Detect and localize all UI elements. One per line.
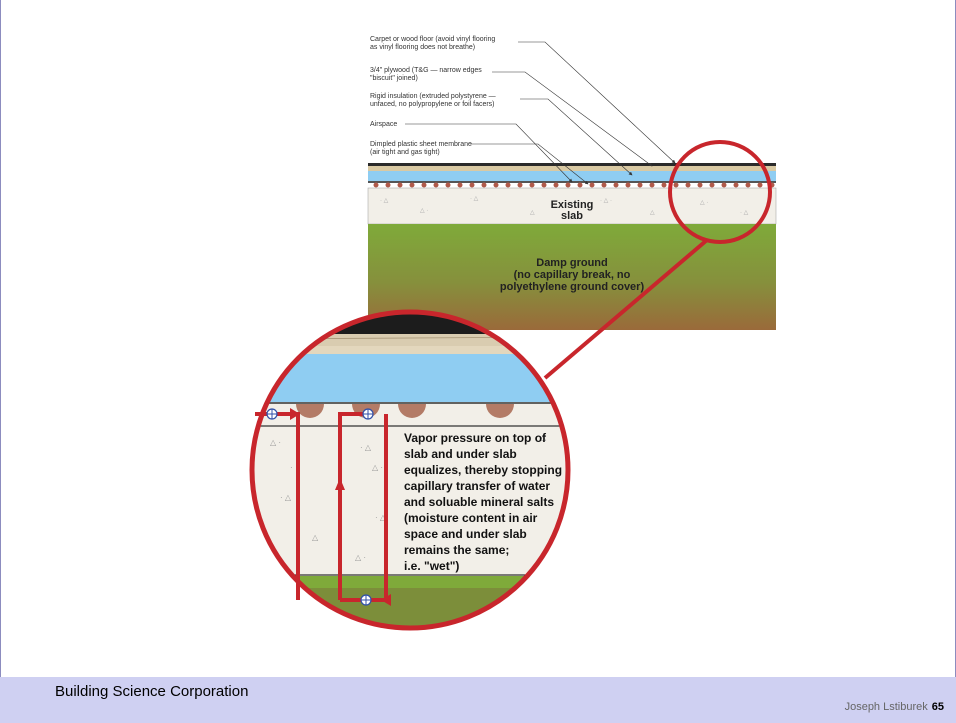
svg-text:· △: · △ [280,493,292,502]
slab-label-1: Existing [551,199,594,211]
svg-text:△: △ [530,210,535,216]
floor-finish-layer [368,163,776,166]
zoom-aggregate: △ · · △ △ · △ △ · · △ · △ · △ [270,433,547,562]
note-line-1: Vapor pressure on top of [404,431,547,445]
slab-label-2: slab [561,210,583,222]
label-plywood-1: 3/4" plywood (T&G — narrow edges [370,67,482,74]
ground-label-3: polyethylene ground cover) [500,281,645,293]
ground-label-2: (no capillary break, no [514,269,631,281]
zoom-note: Vapor pressure on top of slab and under … [404,431,562,573]
callout [543,140,772,380]
zoom-plywood-layer-b [252,346,568,354]
svg-text:· △: · △ [360,443,372,452]
slide-footer: Building Science Corporation Joseph Lsti… [0,677,956,723]
membrane-dimples [373,182,775,188]
zoom-circle-border [249,309,571,631]
zoom-plywood-layer-a [252,334,568,346]
svg-text:· △: · △ [380,198,389,204]
callout-connector [543,238,709,380]
svg-text:· △: · △ [470,196,479,202]
leader-lines [405,41,676,185]
svg-text:△ ·: △ · [372,463,383,472]
svg-text:△ ·: △ · [270,438,281,447]
label-airspace: Airspace [370,121,397,128]
note-line-5: and soluable mineral salts [404,495,554,509]
floor-assembly-diagram: · △ △ · · △ △ · △ · △ △ · · △ Existing slab D… [249,36,777,631]
zoom-insulation-layer [252,354,568,402]
note-line-4: capillary transfer of water [404,479,550,493]
note-line-3: equalizes, thereby stopping [404,463,562,477]
plywood-layer [368,166,776,171]
ground-label-1: Damp ground [536,257,608,269]
callout-small-circle [668,140,772,244]
label-membrane-1: Dimpled plastic sheet membrane [370,141,472,148]
label-plywood-2: "biscuit" joined) [370,75,418,82]
label-floor-1: Carpet or wood floor (avoid vinyl floori… [370,36,495,43]
slab-aggregate: · △ △ · · △ △ · △ · △ △ · · △ [380,196,749,216]
svg-text:·: · [290,463,293,472]
svg-text:△: △ [540,433,547,442]
zoom-detail: △ · · △ △ · △ △ · · △ · △ · △ [252,312,568,628]
cross-section: · △ △ · · △ △ · △ · △ △ · · △ Existing slab D… [367,163,777,330]
slab-layer [367,187,777,225]
svg-text:· △: · △ [375,513,387,522]
layer-labels: Carpet or wood floor (avoid vinyl floori… [370,36,676,185]
svg-text:△: △ [312,533,319,542]
insulation-layer [368,171,776,181]
label-insulation-2: unfaced, no polypropylene or foil facers… [370,101,495,108]
label-insulation-1: Rigid insulation (extruded polystyrene — [370,93,496,100]
footer-author: Joseph Lstiburek [844,701,928,713]
zoom-slab-layer [252,427,568,575]
footer-organization: Building Science Corporation [55,683,249,700]
svg-text:△ ·: △ · [420,208,428,214]
label-floor-2: as vinyl flooring does not breathe) [370,44,475,51]
flow-nodes [266,408,374,606]
label-membrane-2: (air tight and gas tight) [370,149,440,156]
svg-text:△ ·: △ · [355,553,366,562]
note-line-9: i.e. "wet") [404,559,459,573]
flow-arrowheads [290,408,391,606]
note-line-6: (moisture content in air [404,511,538,525]
slide-border-left [0,0,1,677]
svg-text:· △ ·: · △ · [600,198,612,204]
svg-text:· △: · △ [740,210,749,216]
svg-text:△ ·: △ · [700,200,708,206]
note-line-2: slab and under slab [404,447,517,461]
svg-text:△: △ [650,210,655,216]
note-line-8: remains the same; [404,543,509,557]
page-number: 65 [931,701,944,713]
note-line-7: space and under slab [404,527,527,541]
